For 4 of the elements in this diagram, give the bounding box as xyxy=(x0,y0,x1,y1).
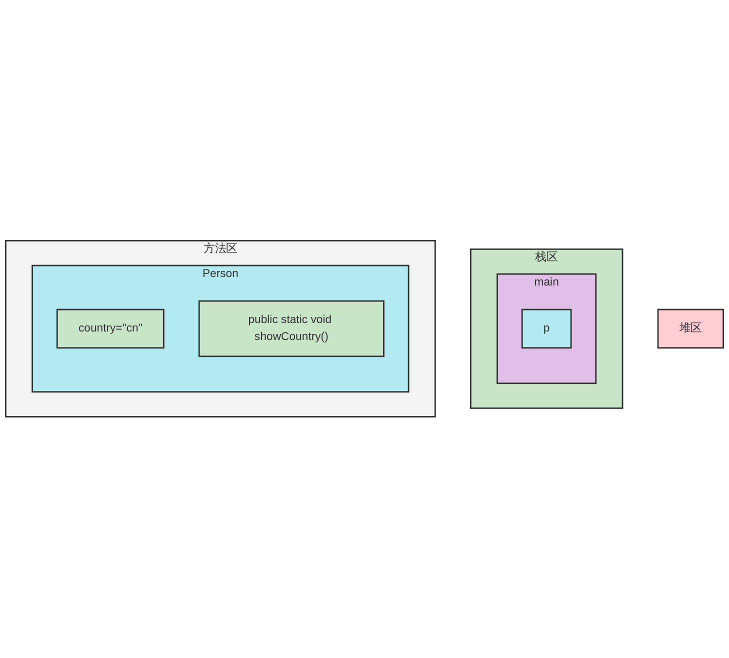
node-box: p xyxy=(521,309,572,349)
node-box: 堆区 xyxy=(657,309,724,349)
node-box: country="cn" xyxy=(56,309,164,349)
node-box: public static void showCountry() xyxy=(198,300,384,358)
